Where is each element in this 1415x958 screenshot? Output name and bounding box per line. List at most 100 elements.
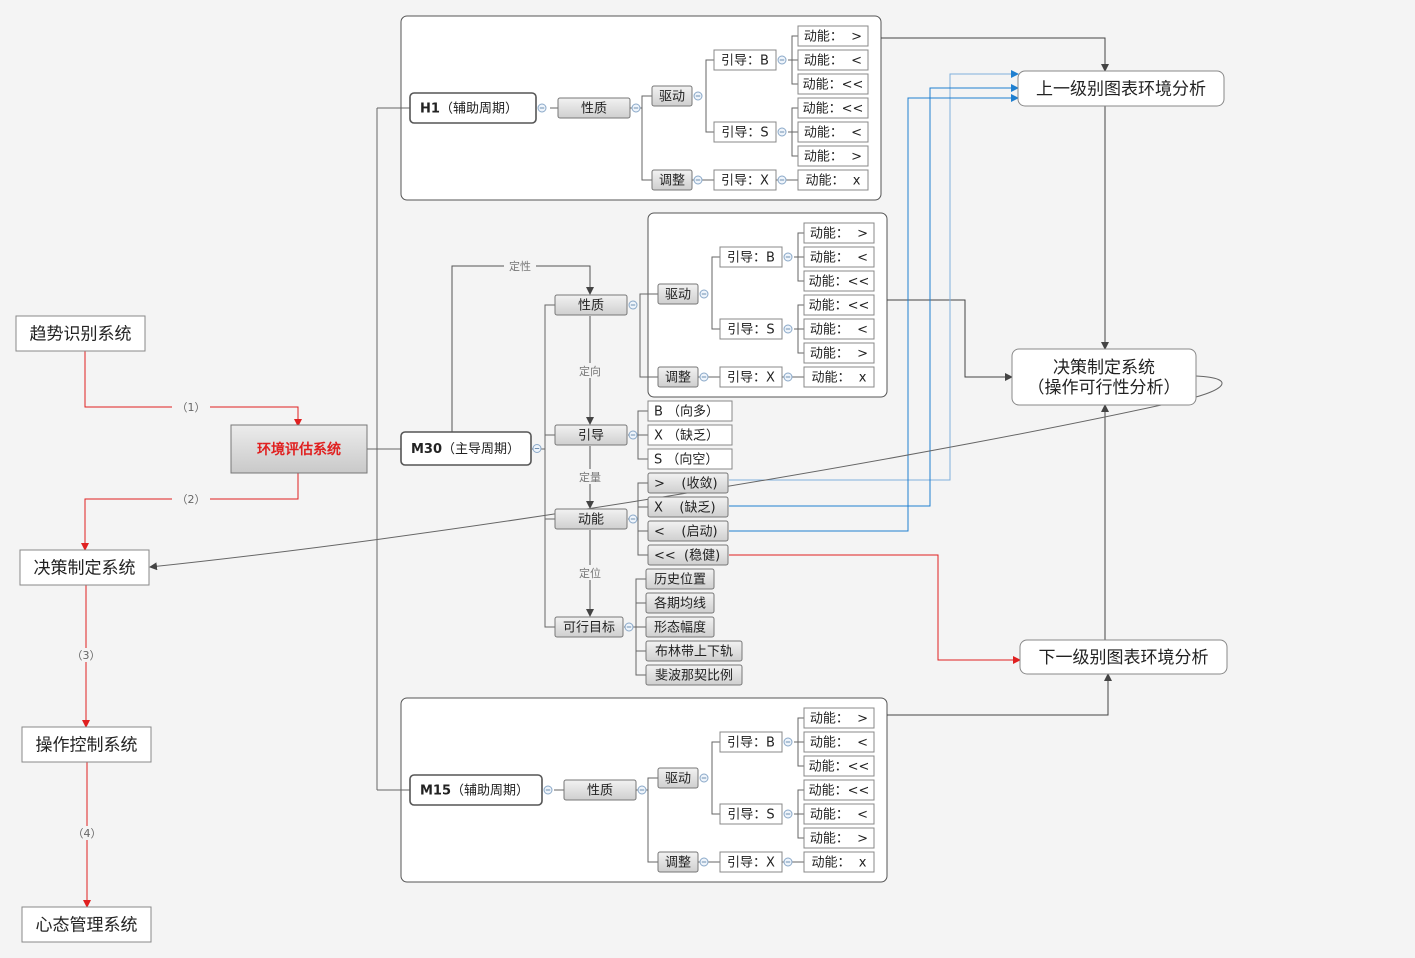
h1-nature-node-collapse-icon[interactable] [631,103,641,113]
momentum-value-node-1[interactable]: > (收敛) [647,472,729,494]
m15-momentum-node-3[interactable]: 动能：<< [803,755,875,777]
target-value-node-5[interactable]: 斐波那契比例 [645,664,743,686]
h1-cycle-node-collapse-icon[interactable] [537,103,547,113]
momentum-value-node-2[interactable]: X (缺乏) [647,496,729,518]
guide-value-node-3[interactable]: S （向空） [647,448,733,470]
h1-guide-x-node-collapse-icon[interactable] [777,175,787,185]
m30-cycle-node-collapse-icon[interactable] [532,444,542,453]
h1-adjust-node-collapse-icon[interactable] [693,175,703,185]
m30-momentum-sub-node-3-text: 动能：<< [809,275,870,290]
h1-momentum-node-1[interactable]: 动能： > [797,25,869,47]
m30-guide-x-node-collapse-icon[interactable] [783,372,793,382]
mental-management-node[interactable]: 心态管理系统 [21,906,152,943]
m30-guide-b-node-collapse-icon[interactable] [783,252,793,262]
m30-cycle-node[interactable]: M30（主导周期） [400,431,542,466]
h1-momentum-node-5[interactable]: 动能： < [797,121,869,143]
h1-momentum-node-7[interactable]: 动能： x [797,169,869,191]
upper-level-analysis-node[interactable]: 上一级别图表环境分析 [1017,70,1225,107]
m30-nature-node[interactable]: 性质 [554,294,638,316]
m30-adjust-node-collapse-icon[interactable] [699,372,709,382]
target-value-node-4[interactable]: 布林带上下轨 [645,640,743,662]
decision-system-right-node[interactable]: 决策制定系统（操作可行性分析） [1011,348,1197,406]
h1-drive-node[interactable]: 驱动 [651,85,703,107]
momentum-value-node-4-box [647,544,729,566]
h1-adjust-node[interactable]: 调整 [651,169,703,191]
momentum-value-node-3[interactable]: < (启动) [647,520,729,542]
h1-guide-b-node-collapse-icon[interactable] [777,55,787,65]
m30-momentum-sub-node-5[interactable]: 动能： < [803,318,875,340]
decision-system-right-node-line-1: 决策制定系统 [1053,358,1155,378]
h1-momentum-node-2[interactable]: 动能： < [797,49,869,71]
m30-guide-node-collapse-icon[interactable] [628,430,638,440]
m30-guide-s-node-box [719,318,783,340]
h1-guide-x-node[interactable]: 引导：X [713,169,787,191]
m30-guide-b-node[interactable]: 引导：B [719,246,793,268]
h1-guide-b-node[interactable]: 引导：B [713,49,787,71]
m15-cycle-node[interactable]: M15（辅助周期） [409,774,553,806]
m15-guide-s-node[interactable]: 引导：S [719,803,793,825]
h1-drive-node-collapse-icon[interactable] [693,91,703,101]
m30-momentum-sub-node-6[interactable]: 动能： > [803,342,875,364]
lower-level-analysis-node[interactable]: 下一级别图表环境分析 [1019,639,1228,675]
m30-guide-b-node-box [719,246,783,268]
m30-momentum-sub-node-2[interactable]: 动能： < [803,246,875,268]
m30-momentum-node-collapse-icon[interactable] [628,514,638,524]
m15-momentum-node-1[interactable]: 动能： > [803,707,875,729]
target-value-node-3[interactable]: 形态幅度 [645,616,715,638]
m15-momentum-node-5[interactable]: 动能： < [803,803,875,825]
m30-momentum-node[interactable]: 动能 [554,508,638,530]
h1-momentum-node-6[interactable]: 动能： > [797,145,869,167]
m30-target-node-collapse-icon[interactable] [624,622,634,632]
m30-momentum-sub-node-3[interactable]: 动能：<< [803,270,875,292]
m15-drive-node[interactable]: 驱动 [657,767,709,789]
m15-guide-x-node-collapse-icon[interactable] [783,857,793,867]
m15-guide-b-node[interactable]: 引导：B [719,731,793,753]
m15-guide-x-node[interactable]: 引导：X [719,851,793,873]
m30-drive-node[interactable]: 驱动 [657,283,709,305]
target-value-node-1[interactable]: 历史位置 [645,568,715,590]
guide-value-node-1[interactable]: B （向多） [647,400,733,422]
m30-adjust-node[interactable]: 调整 [657,366,709,388]
m30-drive-node-collapse-icon[interactable] [699,289,709,299]
m15-cycle-node-collapse-icon[interactable] [543,785,553,795]
m30-cycle-node-code: M30 [411,442,442,457]
m15-guide-b-node-collapse-icon[interactable] [783,737,793,747]
h1-momentum-node-4[interactable]: 动能：<< [797,97,869,119]
m30-momentum-sub-node-1-text: 动能： > [810,227,868,242]
m15-nature-node[interactable]: 性质 [563,779,647,801]
environment-assessment-node[interactable]: 环境评估系统 [230,424,368,474]
m15-momentum-node-4[interactable]: 动能：<< [803,779,875,801]
m15-drive-node-collapse-icon[interactable] [699,773,709,783]
h1-cycle-node[interactable]: H1（辅助周期） [409,92,547,124]
m30-momentum-sub-node-7[interactable]: 动能： x [803,366,875,388]
m30-guide-s-node-collapse-icon[interactable] [783,324,793,334]
m30-guide-s-node[interactable]: 引导：S [719,318,793,340]
target-value-node-2[interactable]: 各期均线 [645,592,715,614]
h1-momentum-node-3[interactable]: 动能：<< [797,73,869,95]
m30-guide-x-node[interactable]: 引导：X [719,366,793,388]
h1-momentum-node-1-text: 动能： > [804,30,862,45]
h1-cycle-node-text: H1（辅助周期） [420,102,518,117]
m15-momentum-node-6[interactable]: 动能： > [803,827,875,849]
guide-value-node-2[interactable]: X （缺乏） [647,424,733,446]
h1-guide-s-node-collapse-icon[interactable] [777,127,787,137]
decision-system-left-node[interactable]: 决策制定系统 [19,549,150,586]
m30-momentum-sub-node-4[interactable]: 动能：<< [803,294,875,316]
h1-guide-s-node[interactable]: 引导：S [713,121,787,143]
momentum-value-node-4[interactable]: << (稳健) [647,544,729,566]
operation-control-node[interactable]: 操作控制系统 [21,726,152,763]
trend-recognition-node[interactable]: 趋势识别系统 [15,315,146,352]
m15-adjust-node[interactable]: 调整 [657,851,709,873]
m30-nature-node-collapse-icon[interactable] [628,300,638,310]
h1-cycle-node-box [409,92,537,124]
m15-guide-s-node-collapse-icon[interactable] [783,809,793,819]
h1-nature-node[interactable]: 性质 [557,97,641,119]
m30-target-node[interactable]: 可行目标 [554,616,634,638]
m15-momentum-node-7[interactable]: 动能： x [803,851,875,873]
m15-nature-node-collapse-icon[interactable] [637,785,647,795]
m30-guide-node[interactable]: 引导 [554,424,638,446]
m30-target-node-box [554,616,624,638]
m30-momentum-sub-node-1[interactable]: 动能： > [803,222,875,244]
m15-momentum-node-2[interactable]: 动能： < [803,731,875,753]
m15-adjust-node-collapse-icon[interactable] [699,857,709,867]
